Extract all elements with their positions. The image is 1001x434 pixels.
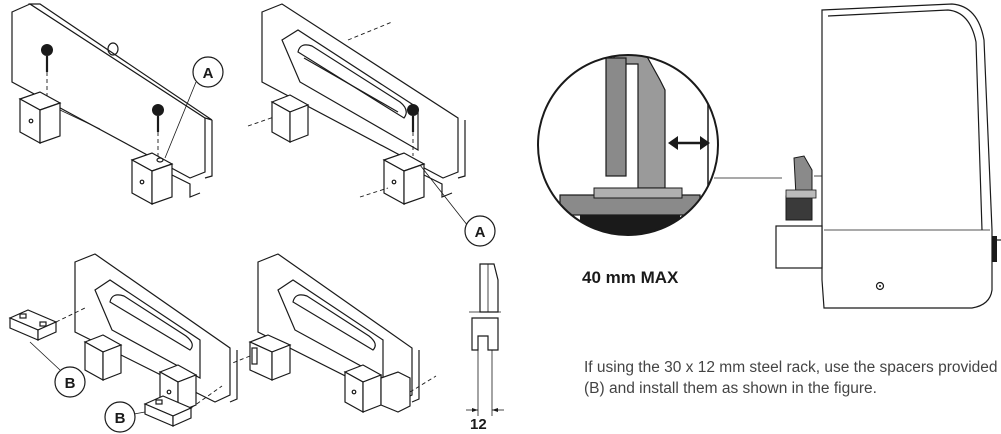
callout-a: A <box>475 224 486 241</box>
max-gap-label: 40 mm MAX <box>582 268 679 287</box>
screw-icon <box>407 104 419 156</box>
installation-caption: If using the 30 x 12 mm steel rack, use … <box>584 359 998 397</box>
bracket-with-guide: A <box>247 3 496 247</box>
rack-profile-section: 12 <box>466 263 504 433</box>
bracket-with-spacers-exploded: B B <box>8 253 238 433</box>
dimension-label: 12 <box>470 416 487 433</box>
screw-icon <box>152 104 164 156</box>
zoom-detail-circle <box>537 54 782 236</box>
screw-icon <box>41 44 53 96</box>
bracket-plate-with-screws: A <box>11 3 224 206</box>
bracket-with-spacers-fitted <box>229 253 437 414</box>
callout-b: B <box>115 410 126 427</box>
spacer-part <box>8 309 58 341</box>
motor-housing <box>775 3 1001 309</box>
callout-a: A <box>203 65 214 82</box>
callout-b: B <box>65 375 76 392</box>
